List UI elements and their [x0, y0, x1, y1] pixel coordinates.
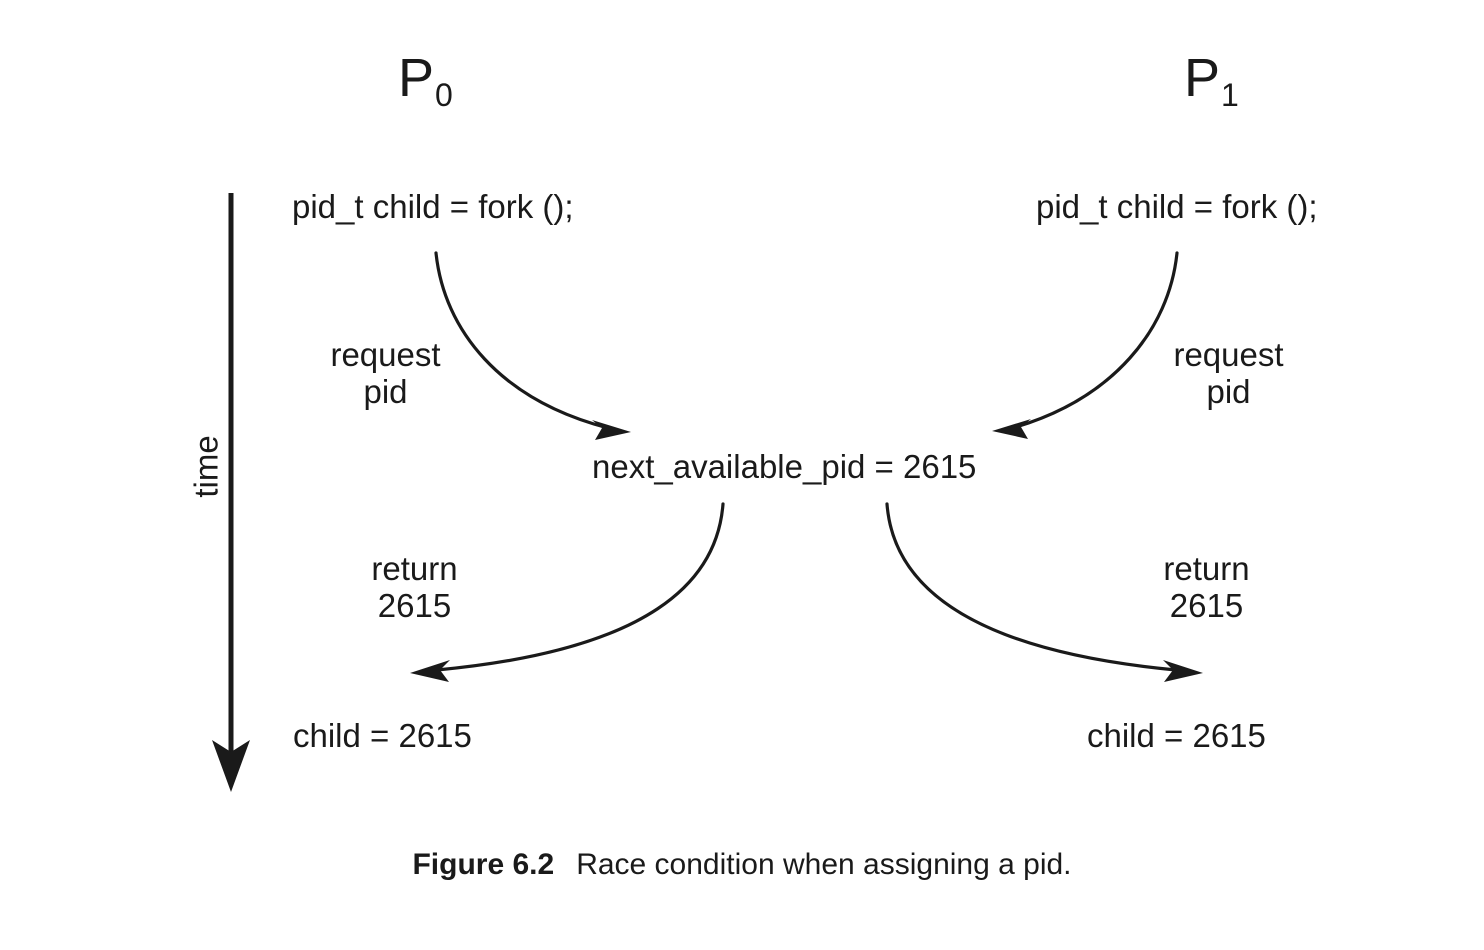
code-statement-p0: pid_t child = fork (); — [292, 188, 574, 225]
annotation-return-p0-line2: 2615 — [377, 586, 452, 624]
result-label-p0: child = 2615 — [293, 717, 472, 754]
code-statement-p1: pid_t child = fork (); — [1036, 188, 1318, 225]
annotation-return-p0-line1: return — [371, 550, 458, 587]
annotation-return-p0: return 2615 — [348, 550, 481, 625]
annotation-request-p0-line1: request — [330, 336, 441, 373]
process-label-p1-base: P — [1184, 48, 1221, 108]
figure-caption: Figure 6.2 Race condition when assigning … — [0, 848, 1484, 882]
annotation-request-p1: request pid — [1156, 336, 1301, 411]
process-label-p0-subscript: 0 — [435, 77, 453, 113]
shared-variable-label: next_available_pid = 2615 — [592, 448, 977, 485]
process-label-p1: P1 — [1184, 48, 1239, 113]
figure-caption-label: Figure 6.2 — [412, 848, 555, 881]
process-label-p1-subscript: 1 — [1221, 77, 1239, 113]
time-axis-arrow — [212, 193, 250, 792]
annotation-return-p1-line1: return — [1163, 550, 1250, 587]
arrow-request-p0 — [434, 251, 631, 440]
process-label-p0-base: P — [398, 48, 435, 108]
annotation-return-p1: return 2615 — [1140, 550, 1273, 625]
arrow-request-p1 — [992, 251, 1179, 439]
annotation-request-p0: request pid — [313, 336, 458, 411]
result-label-p1: child = 2615 — [1087, 717, 1266, 754]
annotation-request-p1-line1: request — [1173, 336, 1284, 373]
annotation-return-p1-line2: 2615 — [1169, 586, 1244, 624]
annotation-request-p1-line2: pid — [1206, 372, 1251, 410]
arrow-return-p0 — [410, 502, 725, 682]
annotation-request-p0-line2: pid — [363, 372, 408, 410]
figure-caption-text: Race condition when assigning a pid. — [576, 848, 1072, 881]
process-label-p0: P0 — [398, 48, 453, 113]
arrow-return-p1 — [885, 502, 1203, 682]
